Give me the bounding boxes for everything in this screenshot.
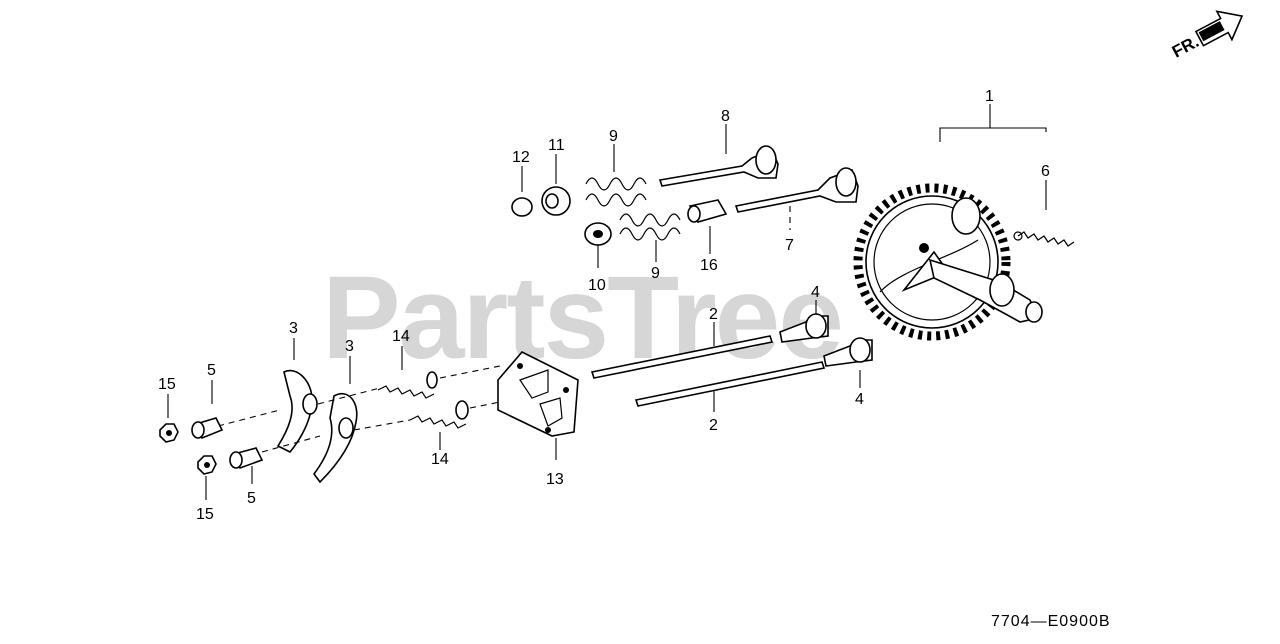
push-rod-lower xyxy=(634,361,826,412)
callout-12: 12 xyxy=(512,149,530,166)
rocker-pivot-lower xyxy=(229,447,264,484)
push-rod-upper xyxy=(590,322,774,379)
push-rod-guide-plate xyxy=(497,351,579,460)
valve-stem-seal xyxy=(687,199,728,254)
callout-5-lower: 5 xyxy=(247,490,256,507)
callout-15-lower: 15 xyxy=(196,506,214,523)
rocker-pivot-upper xyxy=(191,380,224,440)
callout-2-upper: 2 xyxy=(709,306,718,323)
callout-13: 13 xyxy=(546,471,564,488)
rocker-nut-lower xyxy=(197,455,217,500)
callout-6: 6 xyxy=(1041,163,1050,180)
callout-15-upper: 15 xyxy=(158,376,176,393)
pivot-stud-lower xyxy=(409,400,501,450)
callout-5-upper: 5 xyxy=(207,362,216,379)
valve-spring-lower xyxy=(619,213,681,262)
callout-10: 10 xyxy=(588,277,606,294)
callout-4-upper: 4 xyxy=(811,284,820,301)
callout-16: 16 xyxy=(700,257,718,274)
callout-4-lower: 4 xyxy=(855,391,864,408)
callout-3-left: 3 xyxy=(289,320,298,337)
callout-7: 7 xyxy=(785,237,794,254)
front-direction-arrow-icon: FR. xyxy=(1169,10,1244,62)
rocker-arm-lower xyxy=(313,356,358,484)
callout-14-lower: 14 xyxy=(431,451,449,468)
valve-spring-upper xyxy=(585,144,647,207)
valve-cap xyxy=(511,166,533,217)
rocker-arm-upper xyxy=(276,338,318,453)
intake-valve xyxy=(734,167,859,230)
callout-14-upper: 14 xyxy=(392,328,410,345)
valve-spring-retainer xyxy=(541,154,571,216)
callout-8: 8 xyxy=(721,108,730,125)
exhaust-valve xyxy=(658,124,779,187)
callout-11: 11 xyxy=(548,137,565,154)
front-direction-label: FR. xyxy=(1169,32,1202,62)
pivot-stud-upper xyxy=(377,346,501,399)
rocker-nut-upper xyxy=(159,394,179,443)
valve-rotator xyxy=(584,222,612,268)
decompressor-spring xyxy=(1013,180,1075,247)
callout-3-right: 3 xyxy=(345,338,354,355)
drawing-code: 7704—E0900B xyxy=(991,613,1111,630)
tappet-lower xyxy=(823,337,873,388)
callout-2-lower: 2 xyxy=(709,417,718,434)
callout-1: 1 xyxy=(985,88,994,105)
watermark-text: PartsTree xyxy=(322,252,842,384)
callout-9-lower: 9 xyxy=(651,265,660,282)
tappet-upper xyxy=(779,300,829,343)
camshaft-gear-assembly xyxy=(853,104,1047,341)
callout-9-upper: 9 xyxy=(609,128,618,145)
